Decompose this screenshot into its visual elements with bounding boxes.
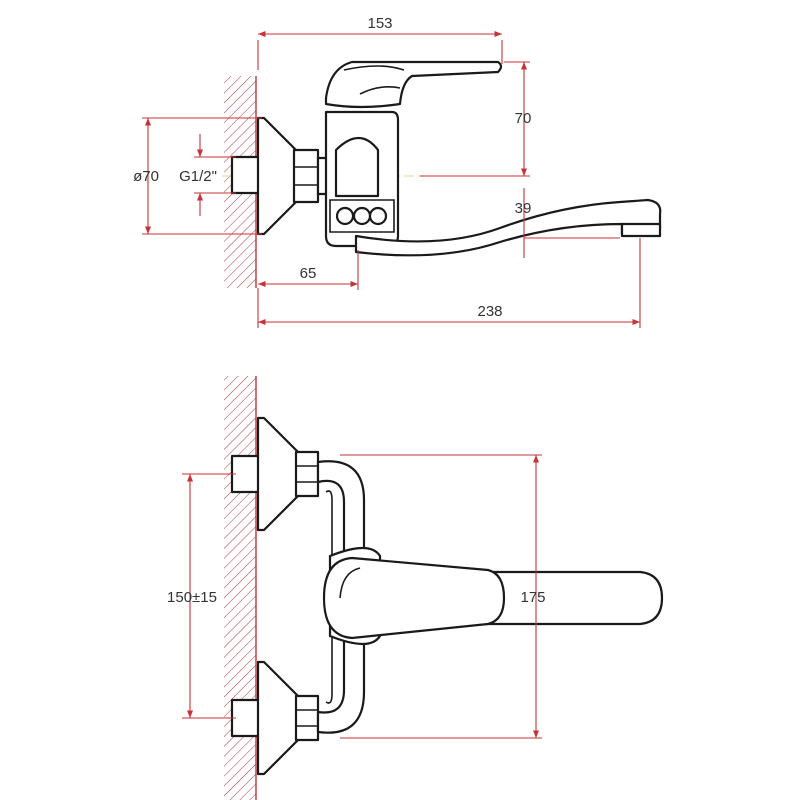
lever-handle — [324, 60, 503, 109]
escutcheon — [256, 116, 298, 236]
spout — [354, 198, 662, 257]
dim-175: 175 — [340, 454, 546, 739]
inlet-pipe — [230, 155, 262, 195]
upper-escutcheon — [256, 416, 300, 532]
dim-label-diameter: ø70 — [133, 168, 159, 185]
top-view: 150±15 175 — [167, 376, 664, 800]
dim-diameter: ø70 — [133, 117, 262, 235]
dim-238: 238 — [257, 238, 641, 328]
dim-inlet-spacing: 150±15 — [167, 473, 236, 719]
dim-label-175: 175 — [520, 589, 545, 606]
dim-70: 70 — [420, 61, 532, 177]
dim-label-39: 39 — [515, 200, 532, 217]
dim-label-153: 153 — [367, 15, 392, 32]
eccentric-bracket — [316, 460, 366, 734]
dim-label-thread: G1/2" — [179, 168, 217, 185]
sleeve — [334, 136, 380, 198]
dim-label-70: 70 — [515, 110, 532, 127]
dim-label-65: 65 — [300, 265, 317, 282]
dim-39: 39 — [515, 188, 620, 258]
dim-65: 65 — [258, 250, 359, 290]
dim-label-inlet-spacing: 150±15 — [167, 589, 217, 606]
dim-153: 153 — [257, 15, 503, 70]
side-view: 153 70 39 ø70 G1/2" — [133, 15, 662, 328]
hex-nut — [292, 148, 320, 204]
aerator — [620, 222, 662, 238]
lower-inlet — [230, 660, 320, 776]
dim-label-238: 238 — [477, 303, 502, 320]
lower-escutcheon — [256, 660, 300, 776]
lever-top — [322, 556, 506, 640]
dim-thread: G1/2" — [179, 134, 236, 216]
